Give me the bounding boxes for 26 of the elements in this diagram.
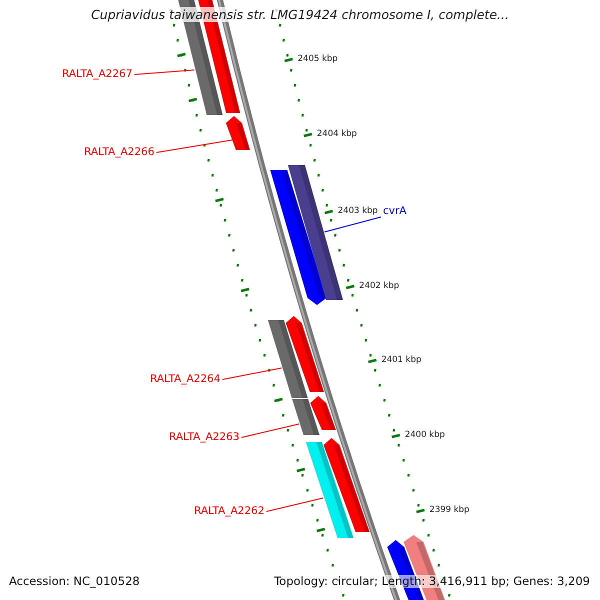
gene-label: RALTA_A2263 [169,431,240,444]
leader-line [324,216,382,232]
gene-bar [226,116,250,150]
footer-text: Topology: circular; Length: 3,416,911 bp; Genes: 3,209 [274,575,590,588]
gene-label: RALTA_A2266 [84,146,154,159]
scale-label: 2402 kbp [359,281,400,292]
scale-label: 2400 kbp [404,430,445,441]
leader-line [222,368,282,380]
scale-label: 2405 kbp [298,54,338,65]
gene-bar [292,399,320,435]
title: Cupriavidus taiwanensis str. LMG19424 chromosome I, complete... [91,7,509,22]
gene-label: RALTA_A2262 [194,505,264,518]
scale-label: 2401 kbp [381,355,422,366]
scale-label: 2403 kbp [338,206,378,217]
leader-line [240,424,300,438]
gene-label: cvrA [383,205,406,218]
gene-bar [306,442,354,538]
scale-label: 2399 kbp [429,505,470,516]
gene-label: RALTA_A2267 [62,68,132,81]
scale-label: 2404 kbp [316,129,357,140]
gene-label: RALTA_A2264 [150,373,220,386]
leader-line [134,70,195,75]
gene-bar [268,320,308,398]
leader-line [156,140,233,153]
footer-text: Accession: NC_010528 [9,575,140,588]
leader-line [266,498,324,512]
